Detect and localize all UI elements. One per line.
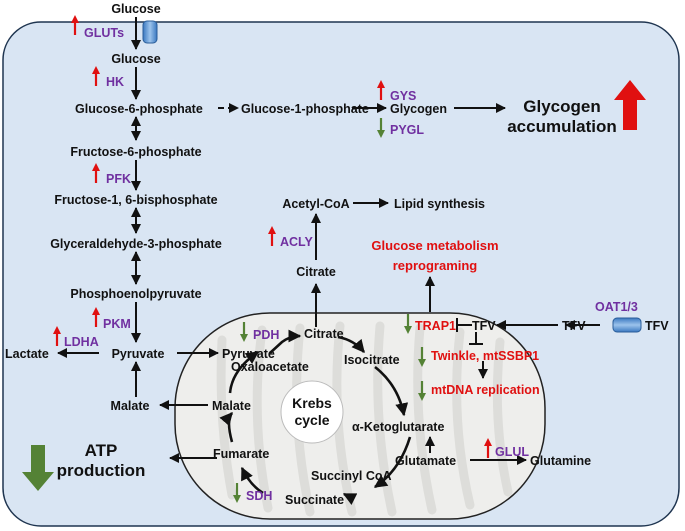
label-tfv-in: TFV: [472, 319, 496, 333]
label-reprograming: reprograming: [393, 258, 478, 273]
label-krebs-2: cycle: [294, 412, 329, 428]
label-glycogen-accumulation-1: Glycogen: [523, 97, 600, 116]
enzyme-gys: GYS: [390, 89, 416, 103]
enzyme-gluts: GLUTs: [84, 26, 124, 40]
label-oxaloacetate: Oxaloacetate: [231, 360, 309, 374]
label-acetyl-coa: Acetyl-CoA: [282, 197, 349, 211]
label-lipid-synthesis: Lipid synthesis: [394, 197, 485, 211]
enzyme-pdh: PDH: [253, 328, 279, 342]
label-succinyl-coa: Succinyl CoA: [311, 469, 392, 483]
label-krebs-1: Krebs: [292, 395, 332, 411]
label-succinate: Succinate: [285, 493, 344, 507]
label-akg: α-Ketoglutarate: [352, 420, 444, 434]
label-glycogen-accumulation-2: accumulation: [507, 117, 617, 136]
label-g3p: Glyceraldehyde-3-phosphate: [50, 237, 222, 251]
enzyme-sdh: SDH: [246, 489, 272, 503]
oat-transporter-icon: [612, 317, 642, 333]
krebs-cycle-center: [280, 380, 344, 444]
enzyme-pkm: PKM: [103, 317, 131, 331]
label-f6p: Fructose-6-phosphate: [70, 145, 201, 159]
label-mtdna-replication: mtDNA replication: [431, 383, 540, 397]
label-glutamate: Glutamate: [395, 454, 456, 468]
enzyme-glul: GLUL: [495, 445, 529, 459]
krebs-cycle-arrows: [219, 329, 412, 506]
enzyme-oat: OAT1/3: [595, 300, 638, 314]
label-pyruvate: Pyruvate: [112, 347, 165, 361]
label-twinkle: Twinkle, mtSSBP1: [431, 349, 539, 363]
enzyme-pygl: PYGL: [390, 123, 424, 137]
atp-down-icon: [22, 445, 54, 491]
regulation-arrows: [53, 15, 492, 503]
label-pyruvate-mito: Pyruvate: [222, 347, 275, 361]
glut-transporter-icon: [142, 20, 158, 44]
label-glucose-metabolism: Glucose metabolism: [371, 238, 498, 253]
label-f16bp: Fructose-1, 6-bisphosphate: [54, 193, 217, 207]
label-malate-mito: Malate: [212, 399, 251, 413]
label-glucose-out: Glucose: [111, 2, 160, 16]
label-isocitrate: Isocitrate: [344, 353, 400, 367]
enzyme-ldha: LDHA: [64, 335, 99, 349]
label-g1p: Glucose-1-phosphate: [241, 102, 369, 116]
label-tfv-mid: TFV: [562, 319, 586, 333]
label-malate-cyto: Malate: [111, 399, 150, 413]
label-pep: Phosphoenolpyruvate: [70, 287, 201, 301]
label-glucose-in: Glucose: [111, 52, 160, 66]
label-citrate-cyto: Citrate: [296, 265, 336, 279]
enzyme-pfk: PFK: [106, 172, 131, 186]
glycogen-accumulation-up-icon: [614, 80, 646, 130]
mitochondrion: [174, 312, 546, 520]
label-fumarate: Fumarate: [213, 447, 269, 461]
enzyme-hk: HK: [106, 75, 124, 89]
label-lactate: Lactate: [5, 347, 49, 361]
label-atp-production: production: [57, 461, 146, 480]
label-g6p: Glucose-6-phosphate: [75, 102, 203, 116]
label-trap1: TRAP1: [415, 319, 456, 333]
label-citrate-mito: Citrate: [304, 327, 344, 341]
inhibition-marks: [456, 318, 483, 345]
label-atp: ATP: [85, 441, 118, 460]
enzyme-acly: ACLY: [280, 235, 314, 249]
label-glutamine: Glutamine: [530, 454, 591, 468]
label-tfv-out: TFV: [645, 319, 669, 333]
label-glycogen: Glycogen: [390, 102, 447, 116]
